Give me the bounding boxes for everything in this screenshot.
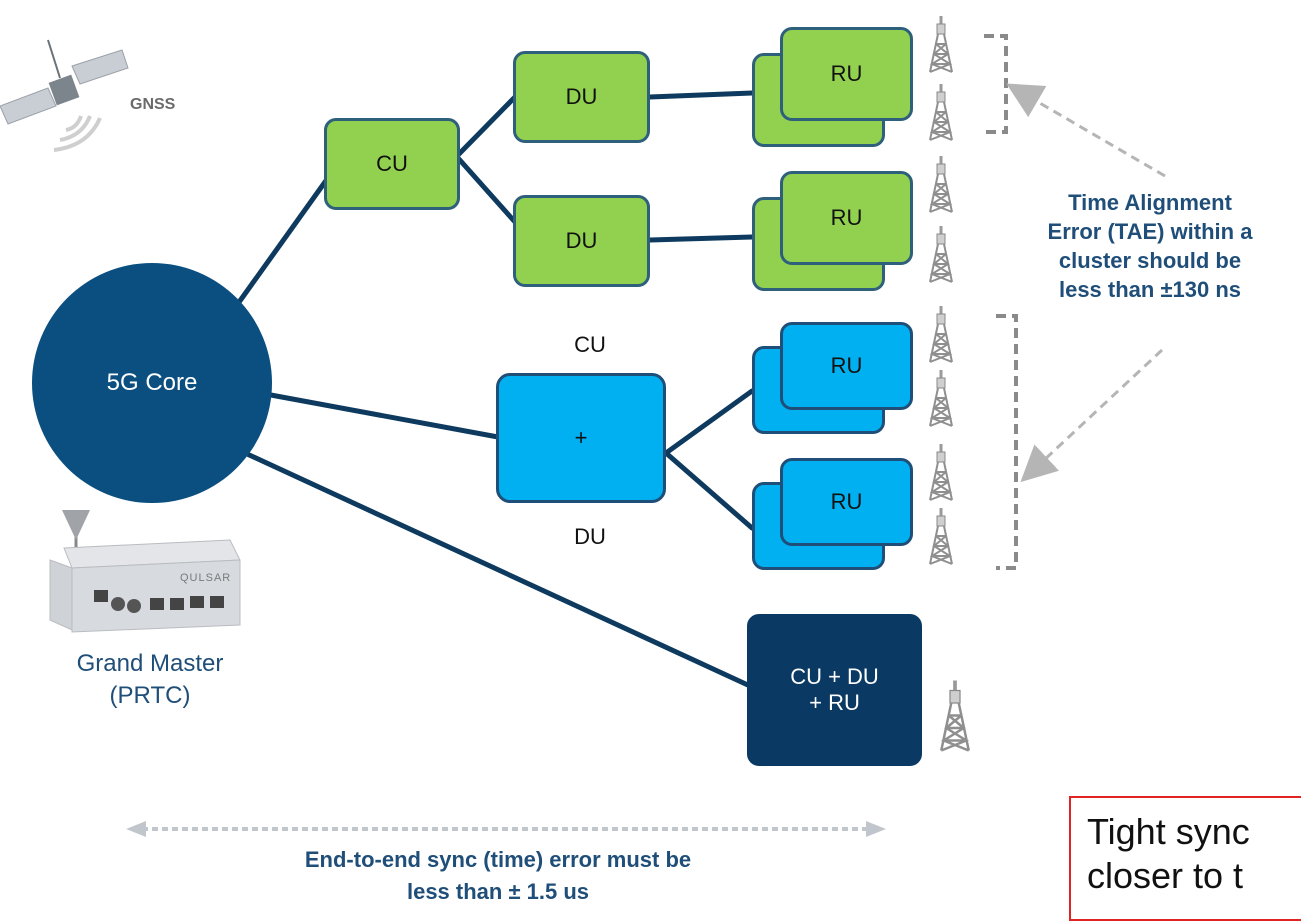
ru-node[interactable]: RU: [780, 27, 913, 121]
cluster-bracket-bottom: [996, 314, 1018, 570]
cell-tower-icon: [928, 14, 954, 74]
du-label: DU: [565, 84, 598, 109]
ru-label: RU: [830, 353, 863, 378]
tae-line: Error (TAE) within a: [1047, 219, 1253, 244]
link-cu-du1: [455, 94, 518, 158]
ru-node[interactable]: RU: [780, 322, 913, 410]
e2e-callout: End-to-end sync (time) error must be les…: [168, 844, 828, 908]
note-box: Tight sync closer to t: [1069, 796, 1301, 921]
tae-arrow-up: [1006, 83, 1166, 178]
link-cu-du2: [455, 155, 518, 225]
cudu-bottom-label: DU: [574, 524, 606, 549]
cell-tower-icon: [939, 678, 971, 753]
e2e-arrow: [126, 821, 886, 837]
e2e-line2: less than ± 1.5 us: [406, 879, 590, 904]
ru-node[interactable]: RU: [780, 458, 913, 546]
link-core-cudu: [257, 390, 501, 440]
link-core-allinone: [242, 450, 753, 689]
du-label: DU: [565, 228, 598, 253]
ru-label: RU: [830, 61, 863, 86]
all-in-one-line1: CU + DU: [790, 664, 879, 689]
ru-label: RU: [830, 205, 863, 230]
du-node[interactable]: DU: [513, 51, 650, 143]
all-in-one-line2: + RU: [809, 690, 860, 715]
tae-arrow-down: [1020, 348, 1164, 483]
cluster-bracket-top: [984, 34, 1008, 134]
cu-label: CU: [376, 151, 408, 176]
grand-master-brand: QULSAR: [180, 572, 232, 584]
tae-line: less than ±130 ns: [1058, 277, 1242, 302]
du-node[interactable]: DU: [513, 195, 650, 287]
cell-tower-icon: [928, 368, 954, 428]
gnss-label: GNSS: [130, 96, 176, 113]
note-line2: closer to t: [1087, 855, 1244, 896]
link-du1-ru1: [647, 90, 755, 100]
all-in-one-node[interactable]: CU + DU + RU: [747, 614, 922, 766]
core-node[interactable]: 5G Core: [32, 263, 272, 503]
core-label: 5G Core: [106, 369, 198, 396]
ru-label: RU: [830, 489, 863, 514]
e2e-line1: End-to-end sync (time) error must be: [304, 847, 692, 872]
link-cudu-ru4: [663, 450, 755, 531]
link-cudu-ru3: [663, 388, 755, 456]
tae-line: cluster should be: [1058, 248, 1242, 273]
link-du2-ru2: [647, 234, 755, 243]
cudu-plus-label: +: [574, 425, 588, 450]
cu-node[interactable]: CU: [324, 118, 460, 210]
cell-tower-icon: [928, 82, 954, 142]
cell-tower-icon: [928, 506, 954, 566]
cell-tower-icon: [928, 304, 954, 364]
satellite-icon: [0, 39, 129, 152]
grand-master-label: Grand Master (PRTC): [40, 648, 260, 712]
cudu-top-label: CU: [574, 332, 606, 357]
link-lines: [229, 90, 755, 689]
grand-master-line2: (PRTC): [109, 682, 191, 709]
link-core-cu: [229, 172, 333, 315]
grandmaster-device-icon: [49, 510, 241, 633]
note-line1: Tight sync: [1087, 811, 1250, 852]
tae-line: Time Alignment: [1068, 190, 1232, 215]
cell-tower-icon: [928, 224, 954, 284]
tae-callout: Time Alignment Error (TAE) within a clus…: [990, 188, 1301, 304]
cudu-node[interactable]: +: [496, 373, 666, 503]
ru-node[interactable]: RU: [780, 171, 913, 265]
cell-tower-icon: [928, 154, 954, 214]
cell-tower-icon: [928, 442, 954, 502]
grand-master-line1: Grand Master: [76, 650, 224, 677]
